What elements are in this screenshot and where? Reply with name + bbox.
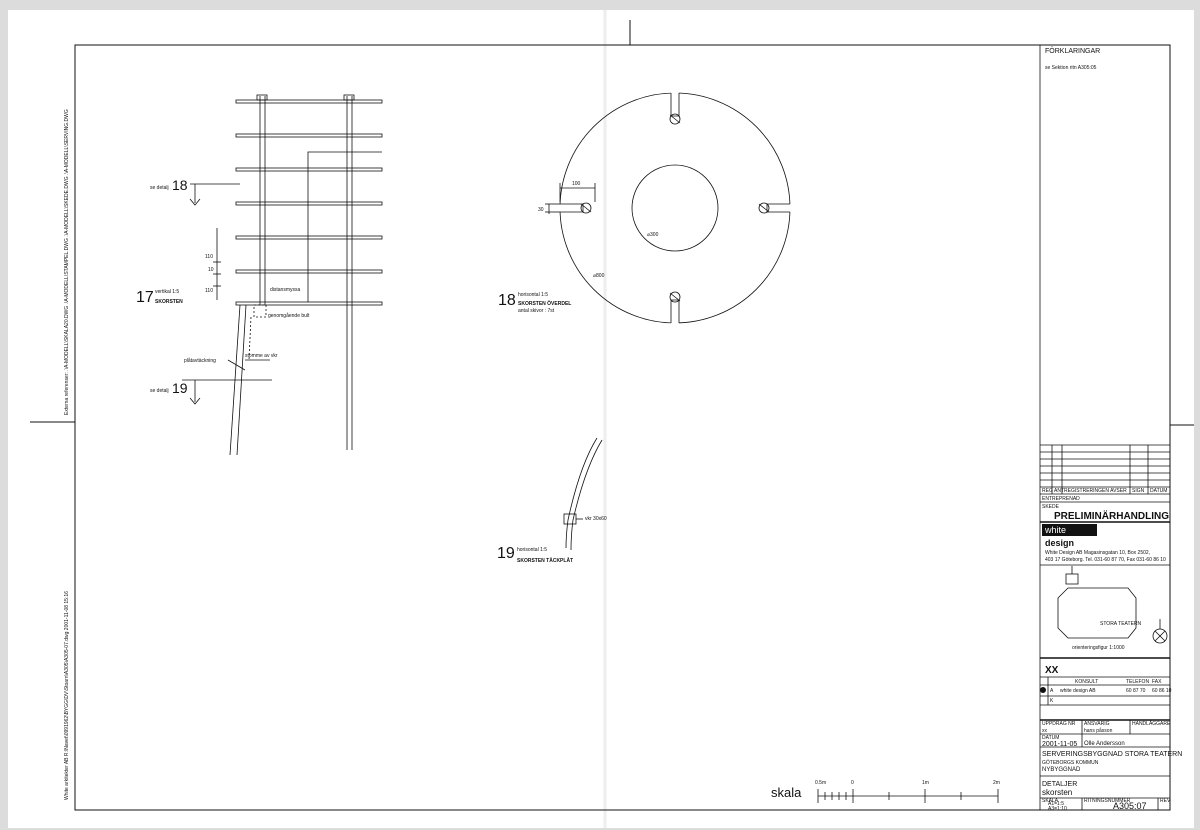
consult-header: KONSULT xyxy=(1075,679,1098,685)
detail-19 xyxy=(563,437,603,551)
title-block-frame xyxy=(1039,45,1170,810)
active-row-dot xyxy=(1040,687,1046,693)
brand-white: white xyxy=(1044,525,1066,535)
detail-18-orientation: horisontal 1:5 xyxy=(518,292,548,298)
rev-col-date: DATUM xyxy=(1150,488,1167,494)
scale-bar xyxy=(817,789,999,803)
dim-d300: ⌀300 xyxy=(647,232,659,238)
brand-design: design xyxy=(1045,538,1074,548)
address-line-1: White Design AB Magasinsgatan 10, Box 25… xyxy=(1045,550,1150,556)
rev-col-desc: REGISTRERINGEN AVSER xyxy=(1064,488,1127,494)
skede-label: SKEDE xyxy=(1042,504,1060,510)
detail-17-number: 17 xyxy=(136,289,154,306)
project-line-2: GÖTEBORGS KOMMUN xyxy=(1042,759,1099,766)
ansvarig-value: hans påsson xyxy=(1084,727,1113,734)
legend-title: FÖRKLARINGAR xyxy=(1045,47,1100,55)
legend-ref: se Sektion ritn A305:05 xyxy=(1045,65,1097,71)
detail-19-number: 19 xyxy=(497,545,515,562)
skala-a1: A1=1:5 xyxy=(1048,801,1064,807)
label-cladding: plåtavtäckning xyxy=(184,357,216,364)
detail-17-ref-18-label: se detalj xyxy=(150,185,169,191)
row-a-fax: 60 86 10 xyxy=(1152,688,1172,694)
detail-17-title: SKORSTEN xyxy=(155,299,183,305)
map-building-label: STORA TEATERN xyxy=(1100,621,1142,627)
label-bolt: genomgående bult xyxy=(268,312,310,319)
skala-a3: A3=1:10 xyxy=(1048,806,1067,812)
drawing-number: A305:07 xyxy=(1113,801,1147,811)
ritn-label: RITNINGSNUMMER xyxy=(1084,798,1131,804)
drawing-border xyxy=(74,44,1171,811)
rev-col-sign: SIGN xyxy=(1132,488,1145,494)
skala-label: SKALA xyxy=(1042,798,1059,804)
content-line-2: skorsten xyxy=(1042,788,1072,797)
dim-110-b: 110 xyxy=(205,288,213,294)
row-a-name: white design AB xyxy=(1060,688,1096,694)
dim-d800: ⌀800 xyxy=(593,273,605,279)
scale-tick-0: 0 xyxy=(851,780,854,786)
file-path: White arkitekter AB R:\Navet\0991962\BYG… xyxy=(64,591,70,800)
project-line-1: SERVERINGSBYGGNAD STORA TEATERN xyxy=(1042,751,1182,758)
orientation-map xyxy=(1057,566,1168,644)
dim-30: 30 xyxy=(538,207,544,213)
dim-10: 10 xyxy=(208,267,214,273)
row-a-tel: 60 87 70 xyxy=(1126,688,1146,694)
datum-value: 2001-11-05 xyxy=(1042,741,1077,748)
fax-header: FAX xyxy=(1152,679,1162,685)
detail-19-orientation: horisontal 1:5 xyxy=(517,547,547,553)
project-line-3: NYBYGGNAD xyxy=(1042,767,1081,773)
ansvarig-label: ANSVARIG xyxy=(1084,721,1110,727)
detail-17 xyxy=(182,94,383,456)
datum-label: DATUM xyxy=(1042,735,1059,741)
label-frame: stomme av vkr xyxy=(245,353,278,359)
rev-col-ant: ANT xyxy=(1054,488,1064,494)
dim-110-a: 110 xyxy=(205,254,213,260)
entreprenad-label: ENTREPRENAD xyxy=(1042,496,1080,502)
detail-17-ref-18-number: 18 xyxy=(172,177,188,193)
rev-col-reg: REG xyxy=(1042,488,1053,494)
detail-17-orientation: vertikal 1:5 xyxy=(155,289,179,295)
dim-100: 100 xyxy=(572,181,581,187)
scale-tick-2m: 2m xyxy=(993,780,1000,786)
external-references: Externa referenser: .\A-MODELL\SKALA20.D… xyxy=(64,109,70,415)
detail-18-number: 18 xyxy=(498,292,516,309)
detail-18 xyxy=(545,92,791,324)
row-k-letter: K xyxy=(1050,698,1054,704)
uppdrag-label: UPPDRAG NR xyxy=(1042,721,1076,727)
discipline-code: XX xyxy=(1045,665,1059,676)
tel-header: TELEFON xyxy=(1126,679,1149,685)
inner-hole xyxy=(631,164,719,252)
row-a-letter: A xyxy=(1050,688,1054,694)
detail-18-title: SKORSTEN ÖVERDEL xyxy=(518,300,571,307)
skede-value: PRELIMINÄRHANDLING xyxy=(1054,509,1169,522)
scale-tick-0-5m: 0.5m xyxy=(815,780,826,786)
detail-17-ref-19-label: se detalj xyxy=(150,388,169,394)
handlaggare-label: HANDLÄGGARE xyxy=(1132,720,1171,727)
scale-tick-1m: 1m xyxy=(922,780,929,786)
uppdrag-value: xx xyxy=(1042,728,1048,734)
rev-label: REV xyxy=(1160,798,1171,804)
label-distance: distansmyssa xyxy=(270,287,301,293)
paper xyxy=(8,10,1194,828)
detail-18-note: antal skivor : 7st xyxy=(518,308,555,314)
content-line-1: DETALJER xyxy=(1042,781,1077,788)
plates xyxy=(235,99,383,306)
label-vkr: vkr 30x60 xyxy=(585,516,607,522)
detail-17-ref-19-number: 19 xyxy=(172,380,188,396)
handlaggare-value: Olle Andersson xyxy=(1084,741,1125,747)
scale-word: skala xyxy=(771,785,802,800)
map-caption: orienteringsfigur 1:1000 xyxy=(1072,645,1125,651)
address-line-2: 403 17 Göteborg. Tel. 031-60 87 70, Fax … xyxy=(1045,557,1166,563)
detail-19-title: SKORSTEN TÄCKPLÅT xyxy=(517,557,573,564)
brand-box xyxy=(1042,524,1097,536)
